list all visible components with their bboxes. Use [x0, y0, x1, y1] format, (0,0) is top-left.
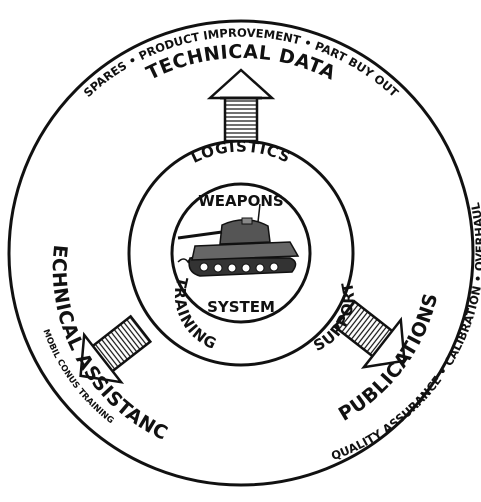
inner-ring-top-label: LOGISTICS — [188, 138, 294, 167]
center-line1: WEAPONS — [198, 192, 284, 210]
center-line2: SYSTEM — [207, 298, 275, 316]
tank-icon — [178, 204, 298, 276]
arrow-up-icon — [210, 70, 272, 141]
